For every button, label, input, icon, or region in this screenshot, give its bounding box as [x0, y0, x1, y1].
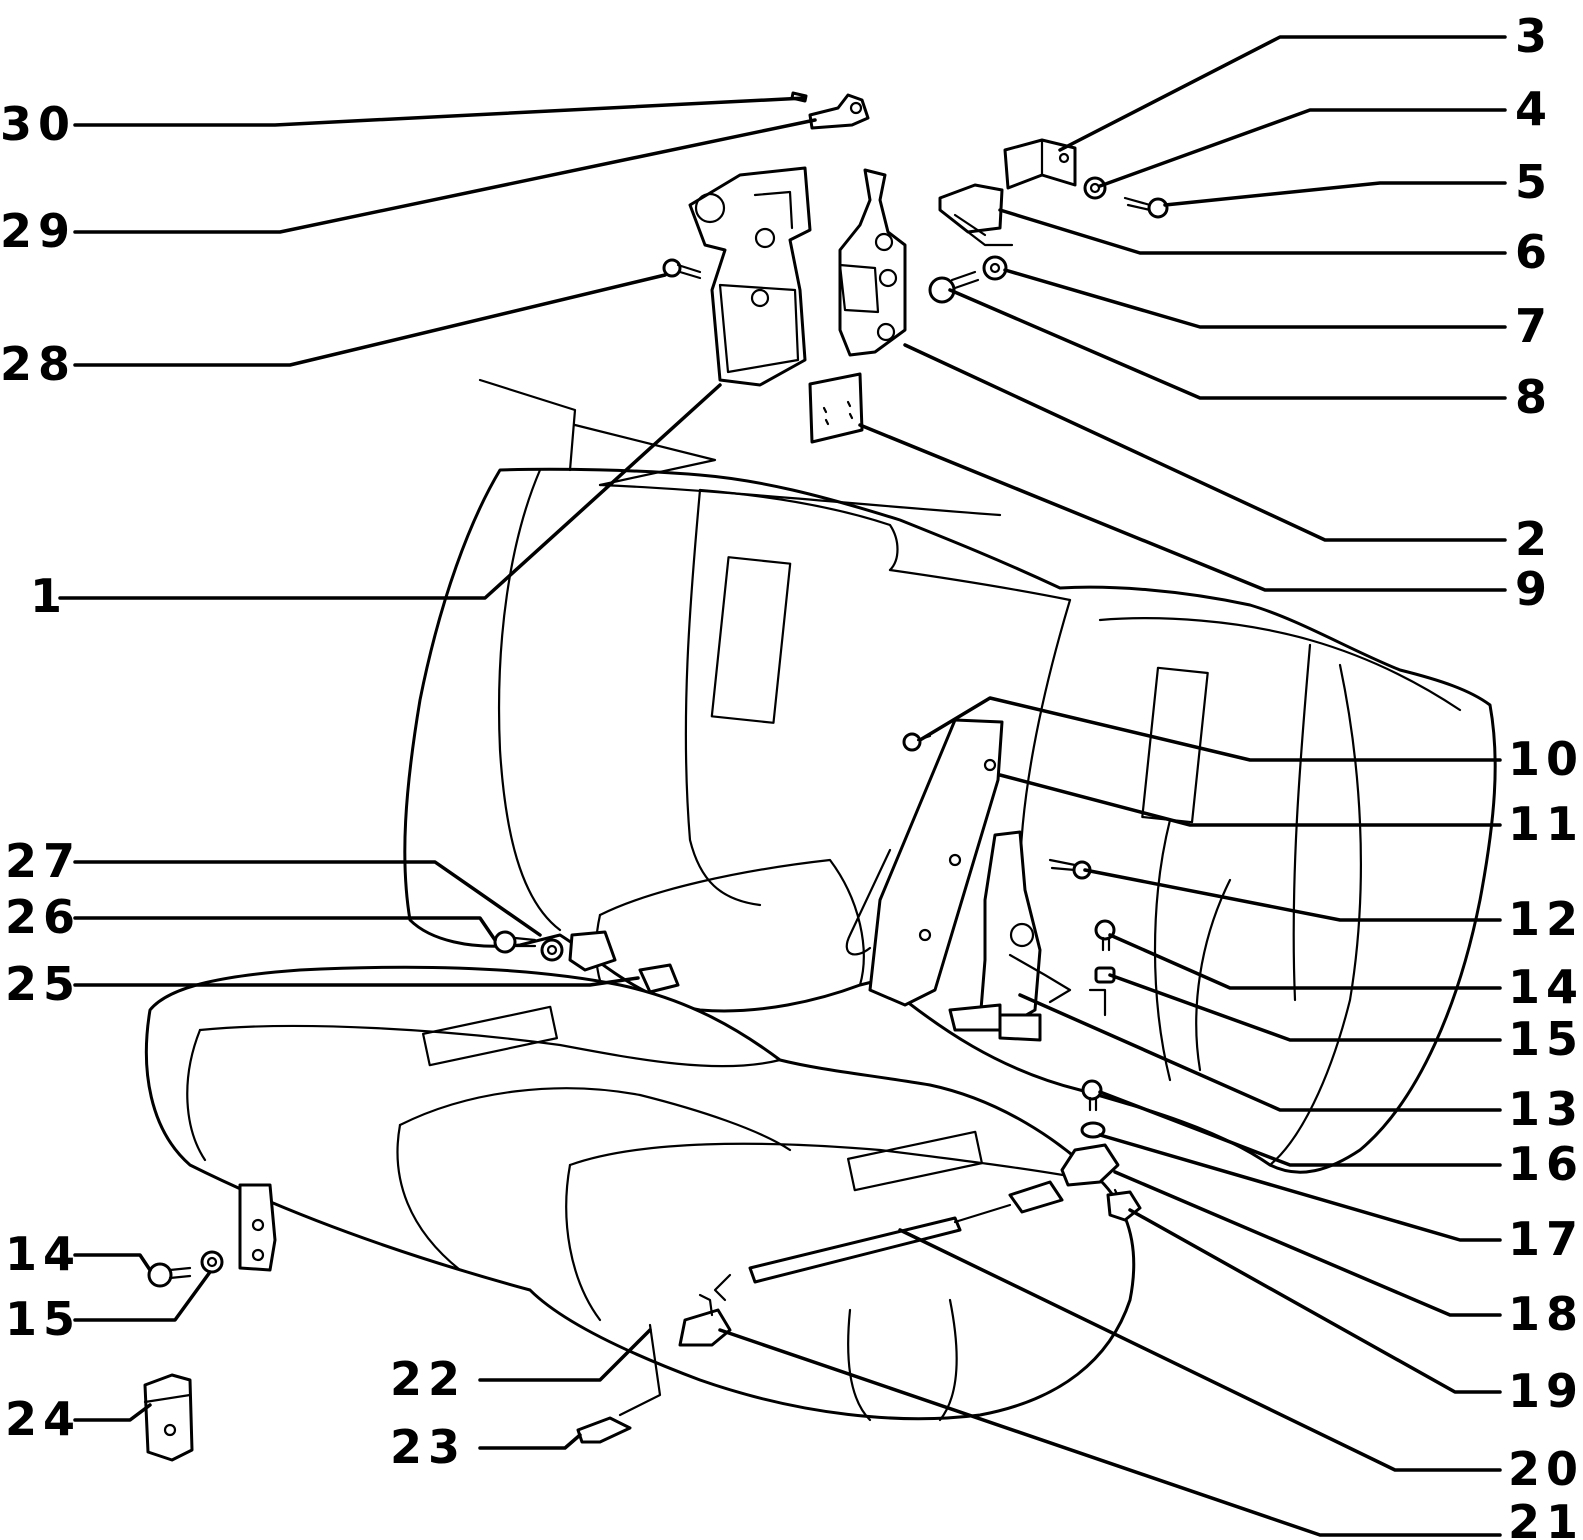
washer-part-15-left [200, 1250, 224, 1274]
callout-1: 1 [30, 569, 68, 623]
callout-27: 27 [5, 834, 81, 888]
callout-29: 29 [0, 204, 76, 258]
callout-14-right: 14 [1508, 960, 1583, 1014]
handle-part-23 [576, 1416, 632, 1444]
callout-17: 17 [1508, 1212, 1583, 1266]
latch-lock-part-2 [838, 168, 907, 357]
cover-cap-part-24 [143, 1373, 194, 1462]
callout-10: 10 [1508, 732, 1583, 786]
callout-11: 11 [1508, 797, 1583, 851]
callout-15-left: 15 [5, 1292, 81, 1346]
washer-part-4 [1083, 176, 1107, 200]
callout-labels: 1 2 3 4 5 6 7 8 9 10 11 12 13 14 14 15 1… [0, 9, 1583, 1540]
callout-18: 18 [1508, 1287, 1583, 1341]
striker-part-6 [938, 183, 1014, 247]
callout-12: 12 [1508, 892, 1583, 946]
release-lever-part-21 [678, 1293, 732, 1347]
washer-part-7 [982, 255, 1008, 281]
callout-9: 9 [1515, 562, 1553, 616]
washer-part-27 [540, 938, 564, 962]
cable-part-22 [618, 1323, 662, 1417]
bracket-near-27 [568, 930, 617, 972]
clip-part-25 [638, 963, 680, 994]
bolt-part-26 [493, 930, 537, 954]
plate-part-9 [808, 372, 864, 444]
callout-20: 20 [1508, 1442, 1583, 1496]
callout-16: 16 [1508, 1137, 1583, 1191]
callout-15-right: 15 [1508, 1012, 1583, 1066]
leader-lines [58, 35, 1507, 1537]
callout-6: 6 [1515, 225, 1553, 279]
callout-26: 26 [5, 890, 81, 944]
callout-28: 28 [0, 337, 76, 391]
callout-8: 8 [1515, 370, 1553, 424]
washer-part-17 [1080, 1121, 1106, 1139]
callout-13: 13 [1508, 1082, 1583, 1136]
callout-3: 3 [1515, 9, 1553, 63]
callout-7: 7 [1515, 299, 1553, 353]
hinge-clip-part-29 [808, 93, 870, 130]
screw-part-28 [662, 258, 702, 280]
bracket-part-3 [1003, 138, 1077, 190]
nut-part-19 [1106, 1190, 1142, 1222]
callout-24: 24 [5, 1392, 81, 1446]
trim-panel-part-11 [845, 718, 1004, 1007]
callout-30: 30 [0, 97, 76, 151]
callout-5: 5 [1515, 155, 1553, 209]
callout-25: 25 [5, 957, 81, 1011]
callout-4: 4 [1515, 82, 1553, 136]
screw-part-5 [1123, 196, 1169, 219]
callout-2: 2 [1515, 512, 1553, 566]
bolt-part-16 [1081, 1079, 1103, 1112]
callout-19: 19 [1508, 1364, 1583, 1418]
latch-bracket-part-1 [688, 166, 812, 387]
callout-23: 23 [390, 1420, 466, 1474]
hinge-bracket-part-13 [948, 830, 1107, 1042]
left-hinge-bracket [238, 1183, 277, 1272]
callout-14-left: 14 [5, 1227, 81, 1281]
bolt-part-14-left [147, 1262, 192, 1288]
callout-21: 21 [1508, 1495, 1583, 1540]
rear-seat-cushion [144, 965, 1136, 1422]
callout-22: 22 [390, 1352, 466, 1406]
